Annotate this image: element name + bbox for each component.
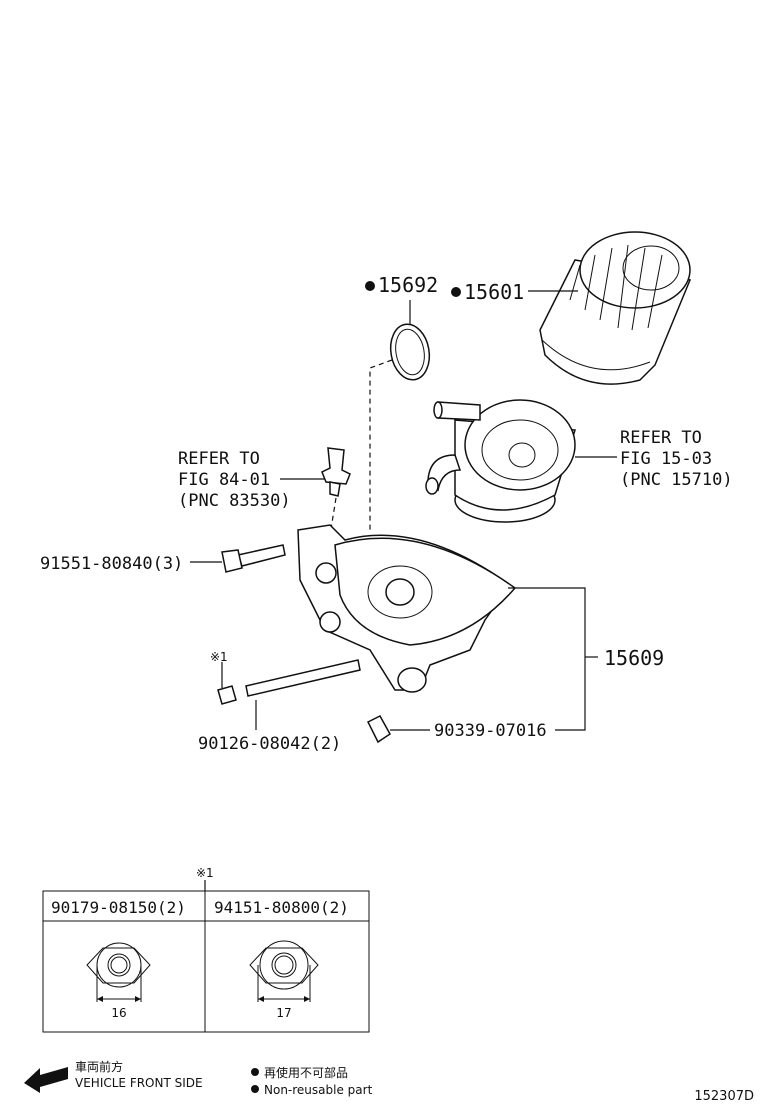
legend: 車両前方 VEHICLE FRONT SIDE 再使用不可部品 Non-reus… bbox=[24, 1059, 373, 1097]
cooler-ref-line2: FIG 15-03 bbox=[620, 449, 712, 469]
nut-col2-size: 17 bbox=[276, 1006, 291, 1020]
front-arrow-icon bbox=[24, 1067, 68, 1093]
oil-cooler-drawing bbox=[425, 399, 576, 523]
bolt-drawing bbox=[221, 544, 286, 573]
nut-col2-part: 94151-80800(2) bbox=[214, 898, 349, 917]
nut-col1-part: 90179-08150(2) bbox=[51, 898, 186, 917]
hex-nut-icon bbox=[86, 942, 151, 1002]
plug-label: 90339-07016 bbox=[434, 721, 547, 741]
nonreuse-jp: 再使用不可部品 bbox=[264, 1065, 348, 1080]
nonreuse-dot bbox=[451, 287, 461, 297]
front-jp: 車両前方 bbox=[75, 1059, 123, 1074]
o-ring-label: 15692 bbox=[378, 273, 438, 297]
nonreuse-dot-icon bbox=[251, 1068, 259, 1076]
o-ring-drawing bbox=[389, 323, 431, 381]
note-mark: ※1 bbox=[210, 650, 228, 664]
nut-col1-size: 16 bbox=[111, 1006, 126, 1020]
front-en: VEHICLE FRONT SIDE bbox=[75, 1076, 203, 1090]
bolt-label: 91551-80840(3) bbox=[40, 554, 183, 574]
stud-drawing bbox=[245, 659, 361, 697]
sensor-ref-line1: REFER TO bbox=[178, 449, 260, 469]
nonreuse-dot-icon bbox=[251, 1085, 259, 1093]
table-mark: ※1 bbox=[196, 866, 214, 880]
hex-nut-icon bbox=[249, 940, 319, 1002]
sensor-ref-line2: FIG 84-01 bbox=[178, 470, 270, 490]
nonreuse-dot bbox=[365, 281, 375, 291]
nut-drawing bbox=[217, 685, 237, 705]
bracket-drawing bbox=[297, 524, 517, 693]
oil-filter-label: 15601 bbox=[464, 280, 524, 304]
cooler-ref-line1: REFER TO bbox=[620, 428, 702, 448]
bracket-label: 15609 bbox=[604, 646, 664, 670]
plug-drawing bbox=[366, 715, 391, 744]
sensor-ref-line3: (PNC 83530) bbox=[178, 491, 291, 511]
sensor-drawing bbox=[321, 447, 351, 497]
oil-filter-drawing bbox=[539, 231, 692, 385]
cooler-ref-line3: (PNC 15710) bbox=[620, 470, 733, 490]
nut-table: ※1 90179-08150(2) 94151-80800(2) 16 17 bbox=[42, 866, 370, 1033]
nonreuse-en: Non-reusable part bbox=[264, 1083, 373, 1097]
figure-id: 152307D bbox=[694, 1089, 754, 1104]
stud-label: 90126-08042(2) bbox=[198, 734, 341, 754]
